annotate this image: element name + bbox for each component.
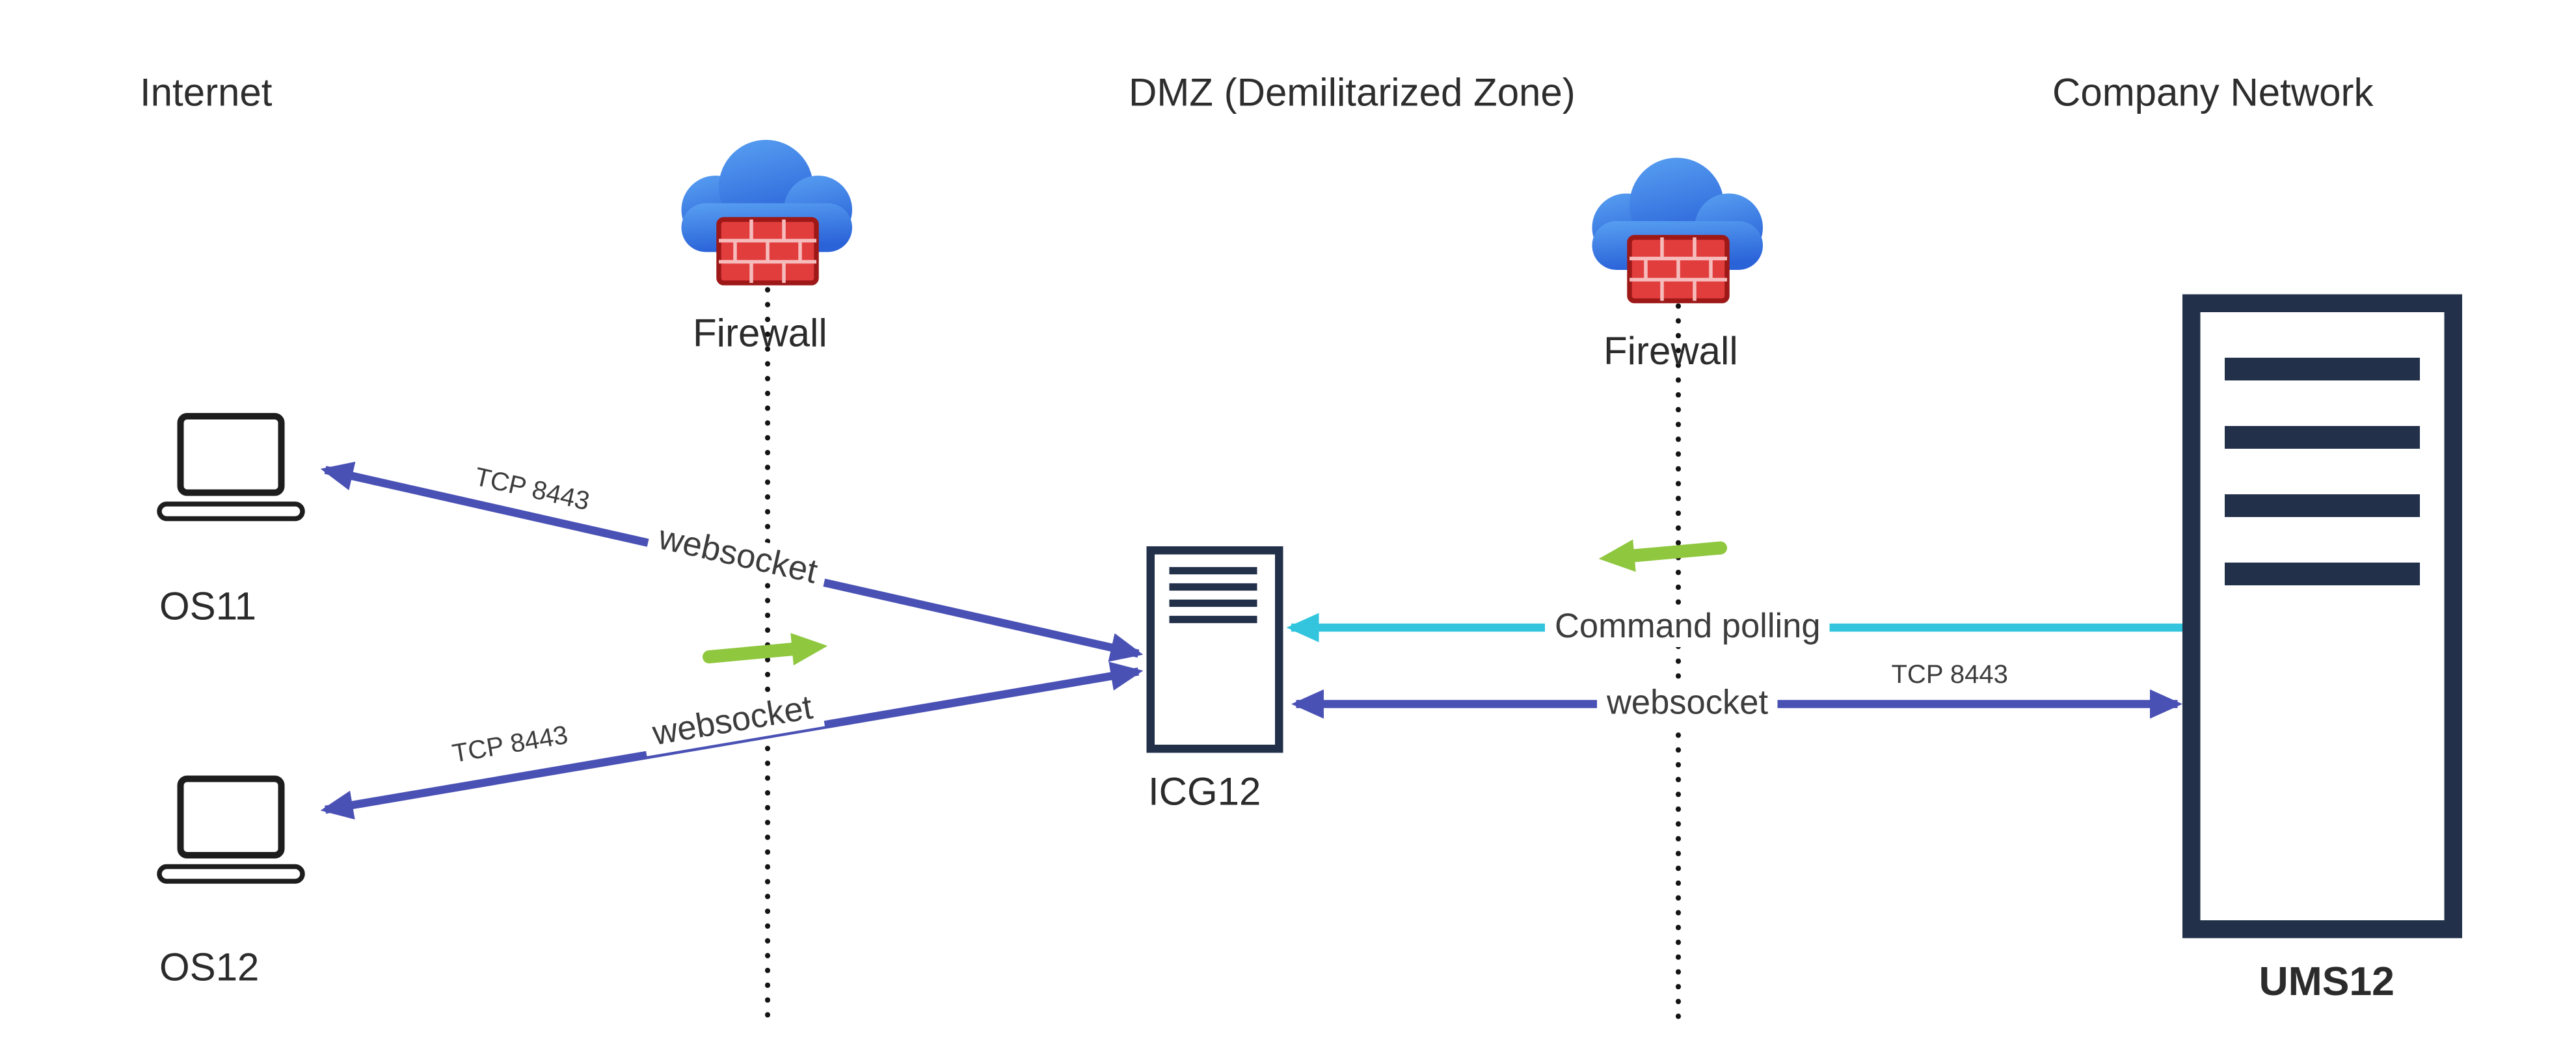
laptop-screen <box>177 413 285 496</box>
os11-label: OS11 <box>159 585 256 630</box>
os12-label: OS12 <box>159 946 260 991</box>
server-icon-icg12 <box>1146 546 1283 753</box>
rack-units <box>2225 358 2420 585</box>
zone-title-company-network: Company Network <box>2052 72 2374 116</box>
server-body <box>1146 546 1283 753</box>
icg12-label: ICG12 <box>1148 771 1261 815</box>
firewall-left-label: Firewall <box>693 312 827 356</box>
firewall-brick-icon <box>1627 235 1730 304</box>
laptop-screen <box>177 775 285 858</box>
ums12-label: UMS12 <box>2259 959 2395 1005</box>
firewall-icon-right <box>1592 157 1763 304</box>
laptop-icon-os11 <box>157 413 305 522</box>
laptop-base <box>157 864 305 884</box>
firewall-left-pass-arrow <box>703 633 828 666</box>
firewall-right-pass-arrow <box>1598 539 1727 572</box>
zone-title-internet: Internet <box>140 72 273 116</box>
laptop-base <box>157 501 305 522</box>
command-polling-label: Command polling <box>1545 608 1831 648</box>
zone-title-dmz: DMZ (Demilitarized Zone) <box>1129 72 1576 116</box>
server-rack-icon-ums12 <box>2182 294 2462 938</box>
rack-body <box>2182 294 2462 938</box>
ums-websocket-label: websocket <box>1597 684 1778 724</box>
laptop-icon-os12 <box>157 775 305 884</box>
firewall-right-label: Firewall <box>1603 330 1738 375</box>
firewall-icon-left <box>681 140 852 286</box>
server-slots <box>1169 566 1257 624</box>
firewall-brick-icon <box>716 217 819 286</box>
ums-protocol-label: TCP 8443 <box>1891 661 2008 690</box>
